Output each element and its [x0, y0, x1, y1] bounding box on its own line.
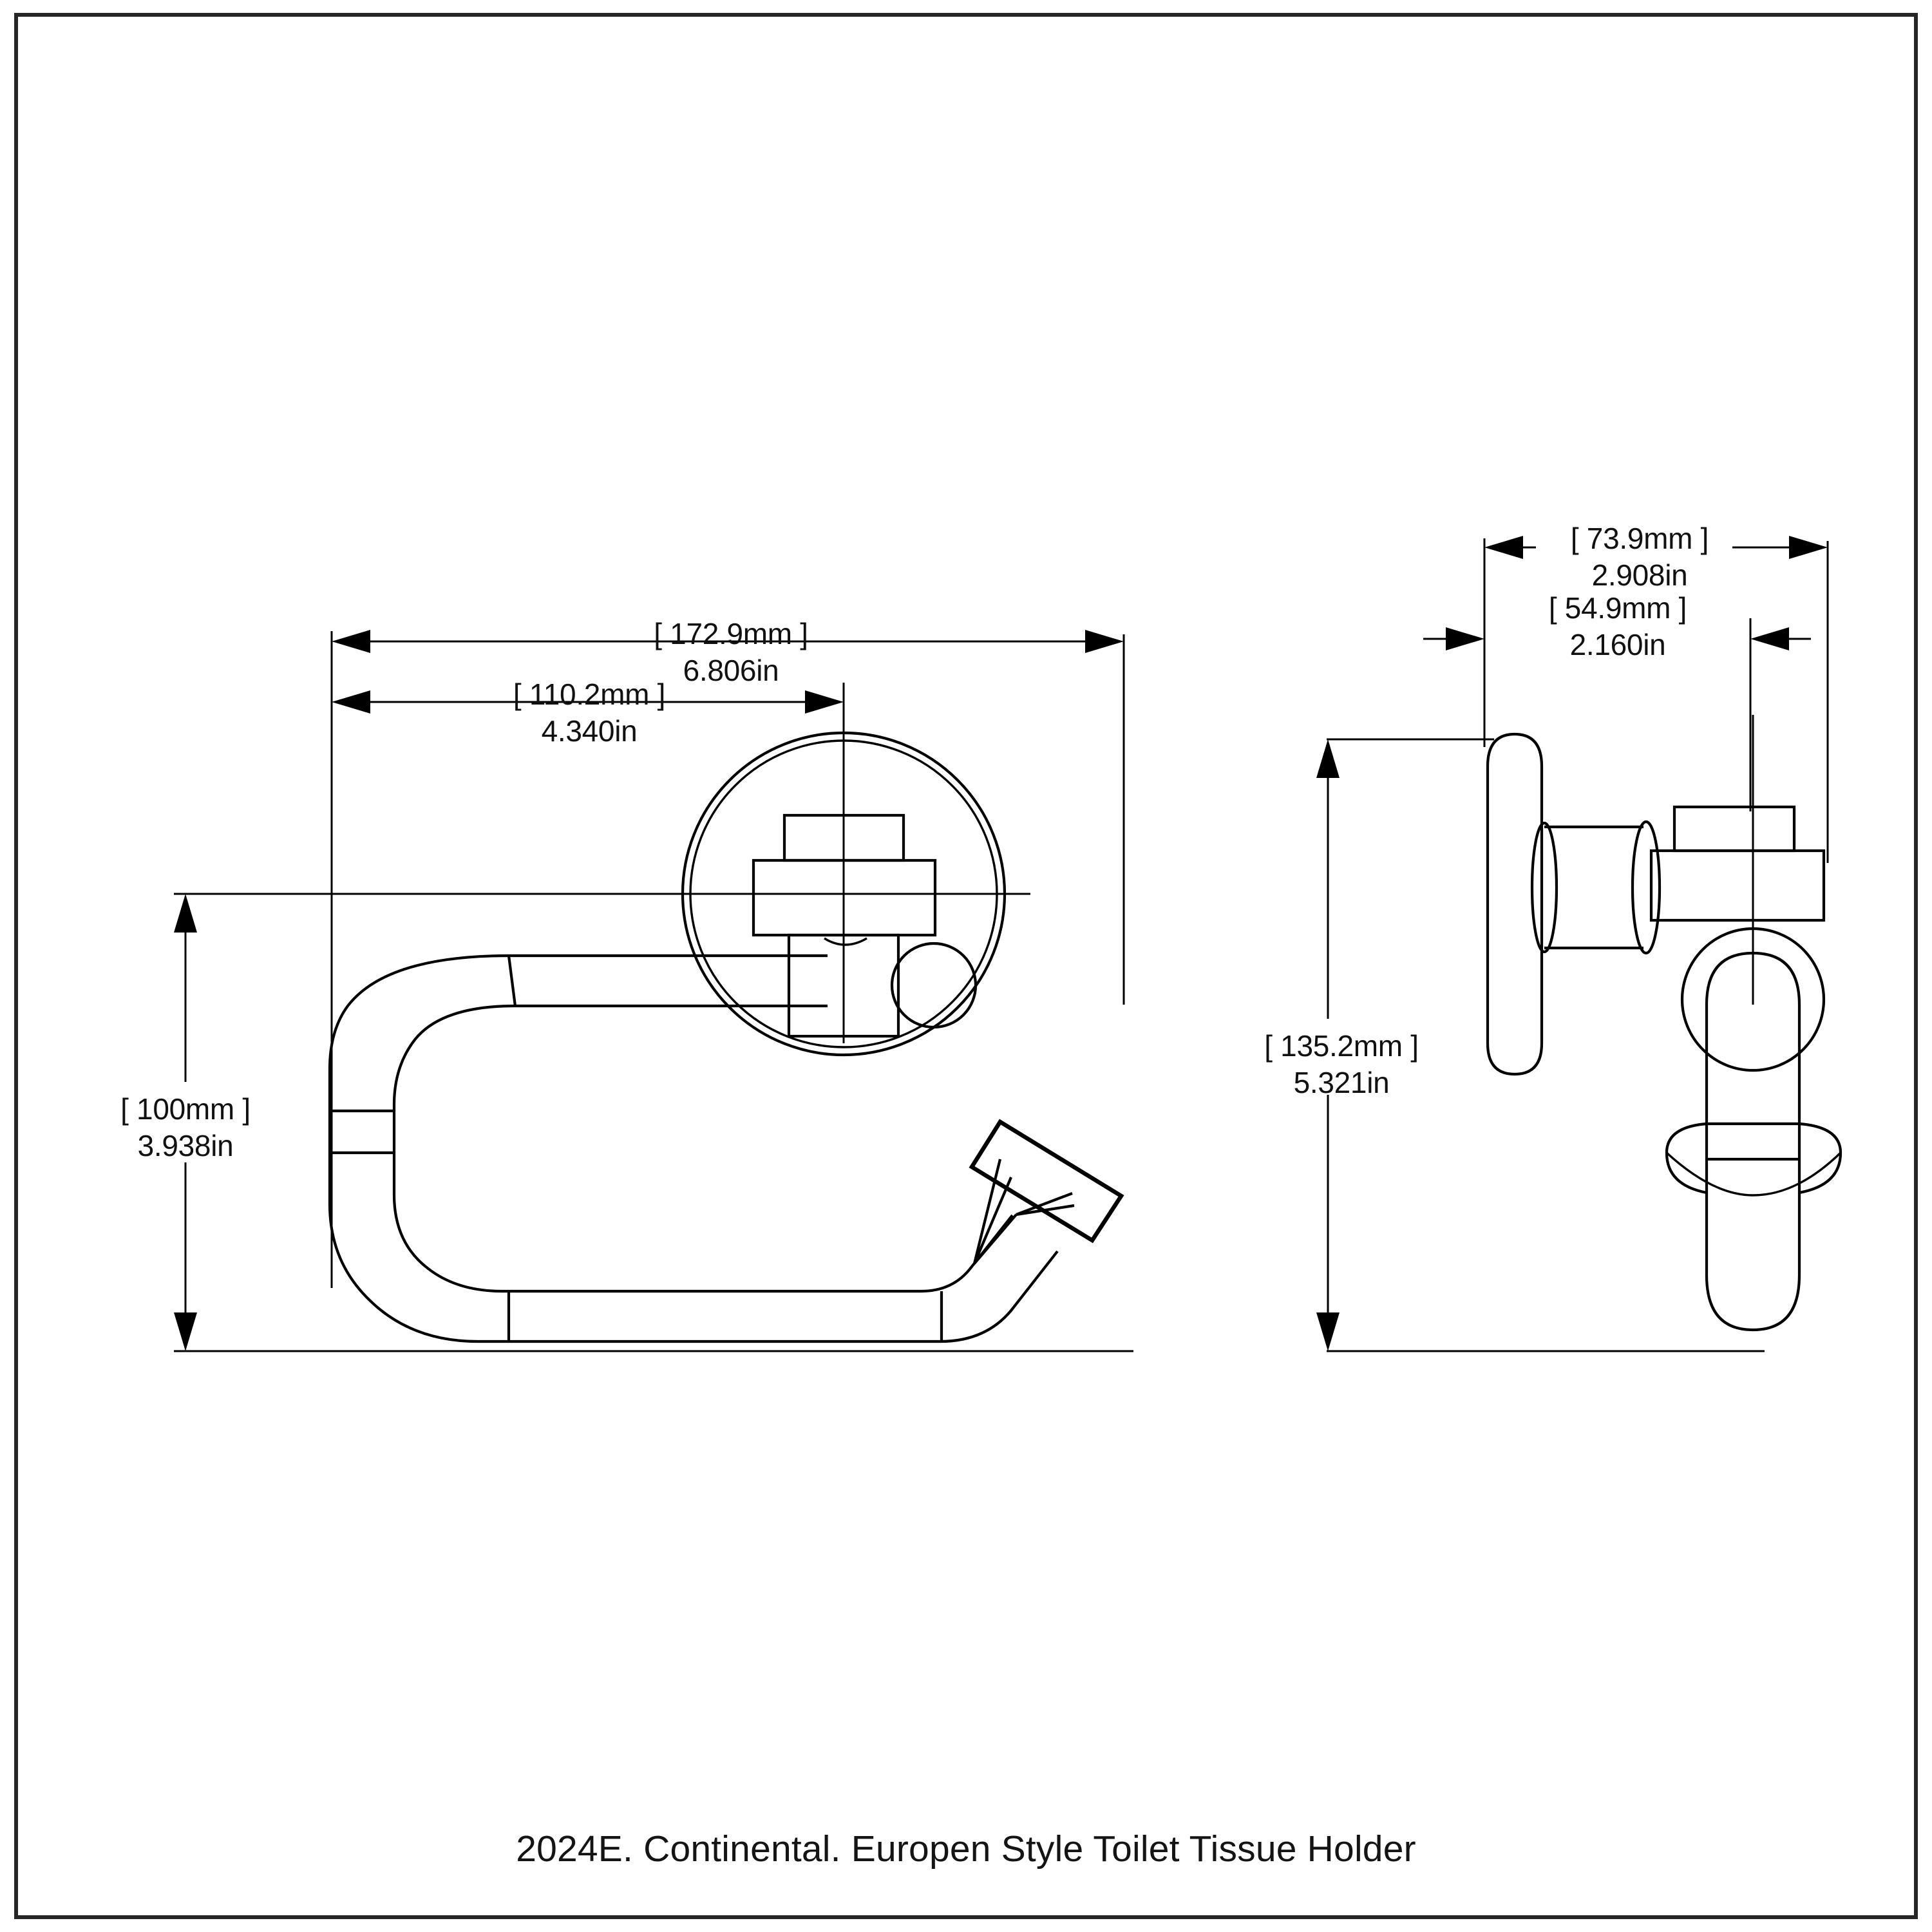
dim-side-height-arrow-bottom — [1316, 1312, 1340, 1351]
side-neck-right-collar — [1631, 820, 1662, 955]
arm-outer-profile — [328, 954, 1059, 1343]
dim-center-offset-in-label: 4.340in — [542, 714, 638, 748]
dim-height-arrow-bottom — [174, 1312, 197, 1351]
side-tube-capsule — [1705, 951, 1801, 1332]
front-view-geometry — [187, 731, 1124, 1343]
arm-inner-profile — [392, 1004, 1014, 1293]
knob-stem-left-edge — [973, 1177, 1012, 1264]
dim-height-mm-label: [ 100mm ] — [120, 1092, 251, 1126]
dim-height-in-label: 3.938in — [138, 1129, 234, 1162]
dim-height-arrow-top — [174, 894, 197, 933]
title-block: 2024E. Continental. Europen Style Toilet… — [0, 1828, 1932, 1870]
dim-overall-width-in-label: 6.806in — [683, 654, 779, 687]
dim-plate-depth-arrow-left — [1446, 627, 1484, 650]
drawing-title: 2024E. Continental. Europen Style Toilet… — [516, 1828, 1416, 1870]
dim-projection-mm-label: [ 73.9mm ] — [1571, 522, 1709, 555]
dim-overall-width-arrow-right — [1085, 630, 1124, 653]
dim-side-height-arrow-top — [1316, 739, 1340, 778]
dim-side-height-in-label: 5.321in — [1294, 1066, 1390, 1099]
dim-center-offset-arrow-right — [805, 690, 844, 714]
dim-center-offset-mm-label: [ 110.2mm ] — [513, 677, 665, 711]
side-view-dimensions: [ 73.9mm ] 2.908in [ 54.9mm ] 2.160in [ … — [1264, 522, 1829, 1352]
dim-overall-width-mm-label: [ 172.9mm ] — [654, 617, 808, 650]
knob-stem-right-edge — [1016, 1192, 1073, 1216]
boss-lower-block — [787, 933, 900, 1038]
side-view-geometry — [1486, 715, 1842, 1332]
front-view-dimensions: [ 172.9mm ] 6.806in [ 110.2mm ] 4.340in … — [120, 617, 1133, 1352]
dim-plate-depth-arrow-right — [1750, 627, 1789, 650]
dim-projection-in-label: 2.908in — [1592, 558, 1688, 592]
side-tube-head-outer — [1680, 927, 1826, 1072]
side-body-lower-block — [1649, 849, 1826, 922]
knob-end-cap — [969, 1119, 1124, 1244]
dim-projection-arrow-right — [1789, 536, 1828, 559]
tube-end-circle — [890, 942, 978, 1029]
dim-plate-depth-mm-label: [ 54.9mm ] — [1549, 591, 1687, 625]
boss-lower-fillet — [824, 937, 867, 946]
dim-plate-depth-in-label: 2.160in — [1570, 628, 1666, 661]
dim-center-offset-arrow-left — [332, 690, 370, 714]
dim-projection-arrow-left — [1484, 536, 1523, 559]
side-neck-left-collar — [1530, 821, 1558, 954]
side-tube-collar-front-arc — [1665, 1151, 1842, 1197]
knob-stem-outline — [972, 1159, 1075, 1264]
arm-divider-angled — [973, 1213, 1018, 1265]
side-wall-plate — [1486, 732, 1544, 1076]
arm-divider-upper-left — [507, 955, 517, 1007]
side-body-upper-block — [1672, 805, 1796, 853]
dim-side-height-mm-label: [ 135.2mm ] — [1264, 1029, 1419, 1063]
dim-overall-width-arrow-left — [332, 630, 370, 653]
